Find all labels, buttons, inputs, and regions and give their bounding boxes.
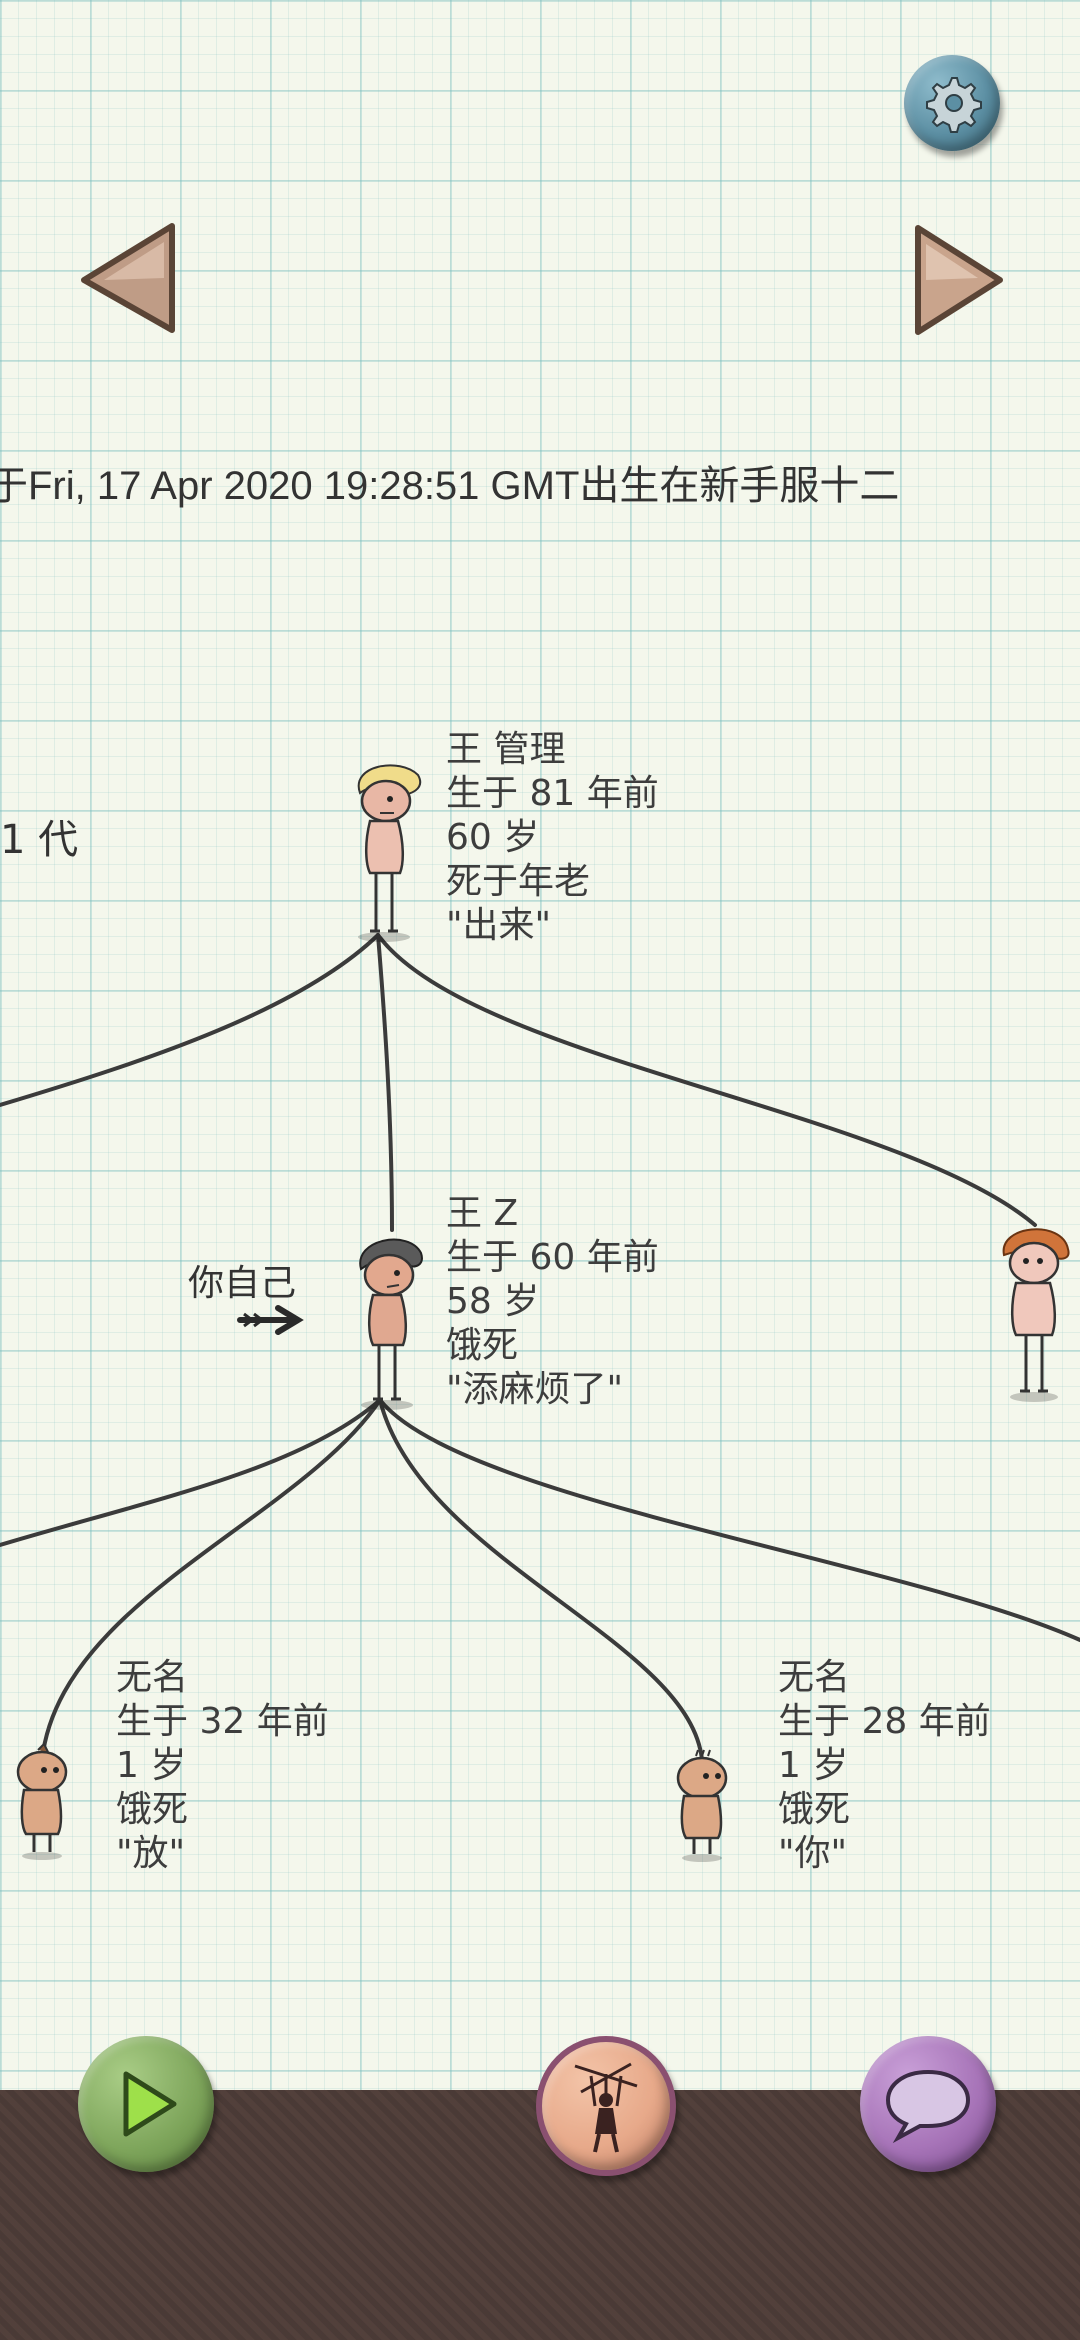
person-age: 1 岁 <box>116 1745 187 1786</box>
person-quote: "添麻烦了" <box>446 1369 624 1410</box>
self-arrow-icon <box>236 1302 306 1338</box>
person-name: 王 管理 <box>446 729 566 770</box>
person-age: 58 岁 <box>446 1281 540 1322</box>
puppet-icon <box>574 2062 638 2153</box>
person-child2-info: 无名 生于 28 年前 1 岁 饿死 "你" <box>778 1656 991 1876</box>
person-self-figure[interactable] <box>345 1225 435 1415</box>
play-button[interactable] <box>78 2036 214 2172</box>
self-marker-label: 你自己 <box>188 1263 297 1304</box>
person-self-info: 王 Z 生于 60 年前 58 岁 饿死 "添麻烦了" <box>446 1192 659 1412</box>
person-child2-figure[interactable] <box>668 1748 738 1868</box>
person-child1-info: 无名 生于 32 年前 1 岁 饿死 "放" <box>116 1656 329 1876</box>
gear-icon <box>926 77 982 133</box>
previous-button[interactable] <box>72 218 182 338</box>
person-death: 死于年老 <box>446 861 591 902</box>
speech-bubble-icon <box>885 2069 971 2144</box>
person-root-info: 王 管理 生于 81 年前 60 岁 死于年老 "出来" <box>446 728 659 948</box>
person-quote: "你" <box>778 1833 848 1874</box>
left-arrow-icon <box>81 223 175 333</box>
person-born: 生于 60 年前 <box>446 1237 659 1278</box>
right-arrow-icon <box>915 225 1003 335</box>
person-death: 饿死 <box>116 1789 189 1830</box>
next-button[interactable] <box>908 222 1008 340</box>
person-child1-figure[interactable] <box>8 1742 78 1862</box>
person-name: 无名 <box>116 1657 189 1698</box>
birth-info-line: 于Fri, 17 Apr 2020 19:28:51 GMT出生在新手服十二 <box>0 464 900 508</box>
play-icon <box>123 2071 177 2137</box>
settings-button[interactable] <box>904 55 1000 151</box>
generation-label: 1 代 <box>0 817 79 863</box>
person-quote: "放" <box>116 1833 186 1874</box>
person-sibling-figure[interactable] <box>990 1215 1080 1405</box>
person-death: 饿死 <box>446 1325 519 1366</box>
person-quote: "出来" <box>446 905 552 946</box>
person-age: 60 岁 <box>446 817 540 858</box>
person-born: 生于 28 年前 <box>778 1701 991 1742</box>
chat-button[interactable] <box>860 2036 996 2172</box>
person-root-figure[interactable] <box>340 755 430 945</box>
person-born: 生于 81 年前 <box>446 773 659 814</box>
person-age: 1 岁 <box>778 1745 849 1786</box>
person-name: 无名 <box>778 1657 851 1698</box>
person-death: 饿死 <box>778 1789 851 1830</box>
person-born: 生于 32 年前 <box>116 1701 329 1742</box>
puppet-button[interactable] <box>536 2036 676 2176</box>
person-name: 王 Z <box>446 1193 519 1234</box>
